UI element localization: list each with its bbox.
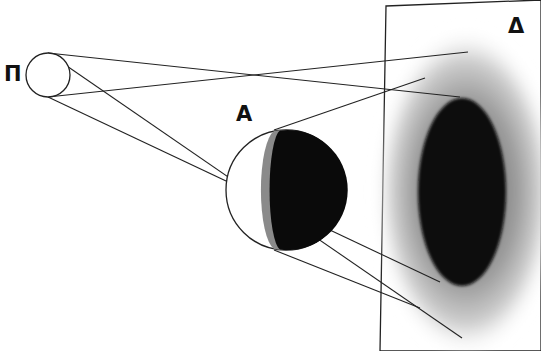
- ray: [48, 97, 440, 282]
- sphere-shadow-side: [270, 130, 348, 250]
- point-label: Π: [4, 64, 22, 85]
- light-source: [26, 53, 70, 97]
- ray: [274, 78, 425, 130]
- light-rays: [48, 52, 468, 338]
- ray: [48, 52, 468, 97]
- ray: [48, 53, 462, 338]
- penumbra: [374, 27, 541, 351]
- point-label: Δ: [508, 16, 524, 37]
- ray: [274, 250, 420, 308]
- point-label: A: [236, 104, 252, 125]
- umbra: [418, 98, 506, 286]
